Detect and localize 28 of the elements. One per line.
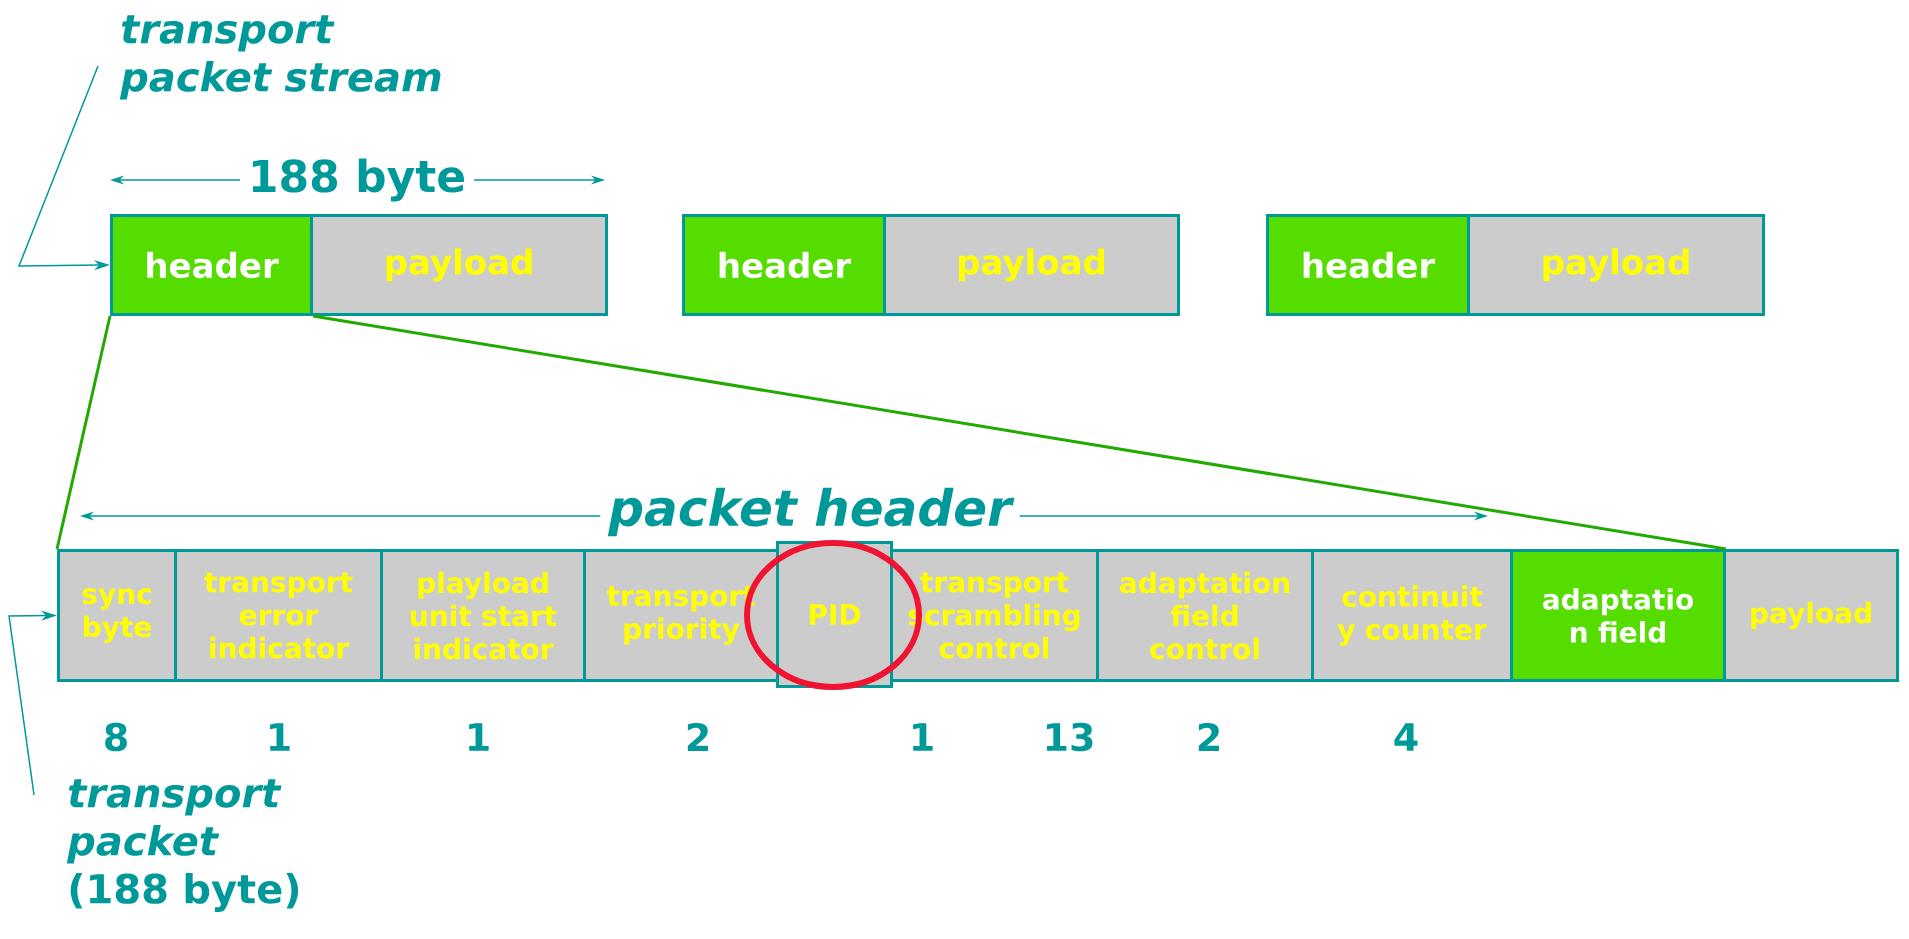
bit-count: 13 bbox=[1046, 722, 1093, 752]
field-box: header bbox=[1266, 214, 1470, 316]
bit-count: 2 bbox=[687, 722, 708, 752]
bit-count: 1 bbox=[913, 723, 933, 751]
zoom-line bbox=[55, 315, 112, 550]
field-box: transport error indicator bbox=[174, 549, 383, 682]
field-box: payload bbox=[1723, 549, 1899, 682]
field-box: header bbox=[682, 214, 886, 316]
bit-count: 2 bbox=[1198, 722, 1219, 752]
caption-text: transport packet (188 byte) bbox=[66, 779, 299, 912]
bit-count: 4 bbox=[1394, 723, 1418, 751]
bit-count: 1 bbox=[469, 723, 489, 751]
field-box: PID bbox=[776, 541, 893, 688]
field-box: adaptatio n field bbox=[1510, 549, 1726, 682]
zoom-line bbox=[312, 314, 1727, 551]
field-box: sync byte bbox=[57, 549, 177, 682]
field-box: adaptation field control bbox=[1096, 549, 1314, 682]
field-box: payload bbox=[883, 214, 1180, 316]
dimension-label: packet header bbox=[600, 487, 1020, 537]
field-box: payload bbox=[1467, 214, 1765, 316]
dimension-label: 188 byte bbox=[239, 158, 475, 202]
field-box: payload bbox=[310, 214, 608, 316]
field-box: playload unit start indicator bbox=[380, 549, 586, 682]
bit-count: 8 bbox=[105, 722, 127, 752]
bit-count: 1 bbox=[270, 723, 290, 751]
field-box: header bbox=[110, 214, 313, 316]
caption-text: transport packet stream bbox=[119, 15, 441, 100]
field-box: continuit y counter bbox=[1311, 549, 1513, 682]
